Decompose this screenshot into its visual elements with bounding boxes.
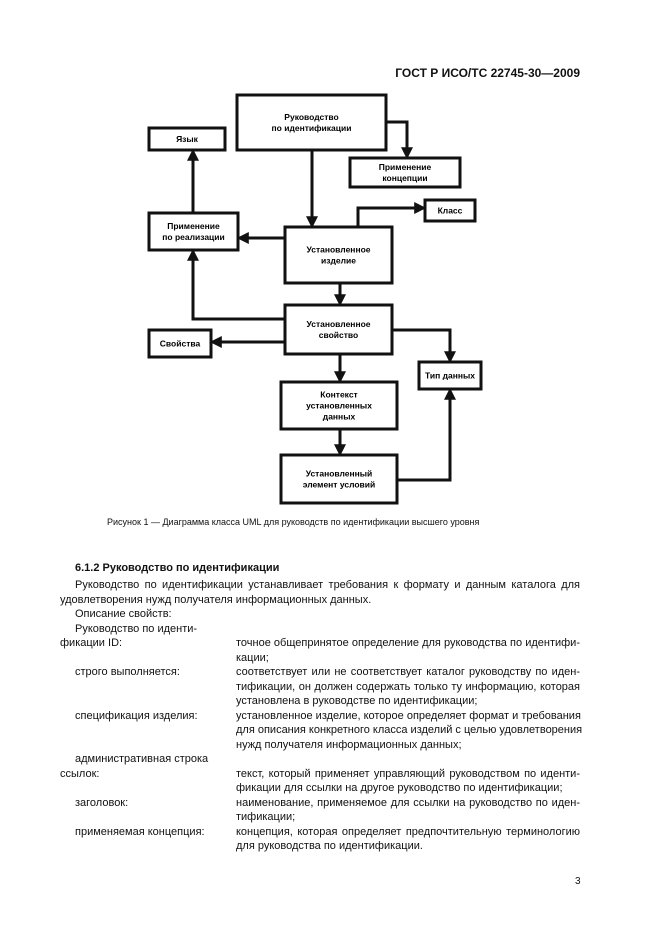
diagram-box-label: Контекст xyxy=(320,390,357,400)
diagram-box-label: Язык xyxy=(176,134,199,144)
diagram-box-label: Установленное xyxy=(306,319,370,329)
diagram-box-label: Применение xyxy=(167,221,220,231)
diagram-box-label: изделие xyxy=(321,256,356,266)
diagram-box-label: Свойства xyxy=(160,339,201,349)
definition-text: текст, который применяет управляющий рук… xyxy=(236,767,580,780)
diagram-box-label: Применение xyxy=(379,162,432,172)
diagram-box-label: свойство xyxy=(319,330,358,340)
definition-term: спецификация изделия: xyxy=(75,709,198,722)
definition-term: применяемая концепция: xyxy=(75,825,205,838)
diagram-box-label: Установленное xyxy=(306,245,370,255)
definition-text: концепция, которая определяет предпочтит… xyxy=(236,825,580,838)
diagram-box-class: Класс xyxy=(423,198,477,223)
diagram-box-label: элемент условий xyxy=(303,480,375,490)
definition-term: ссылок: xyxy=(60,767,100,780)
intro-line-2: удовлетворения нужд получателя информаци… xyxy=(60,593,372,606)
diagram-box-label: Тип данных xyxy=(425,371,475,381)
diagram-box-label: концепции xyxy=(382,173,427,183)
definition-text: тификации, он должен содержать только ту… xyxy=(236,680,580,693)
definition-text: установлена в руководстве по идентификац… xyxy=(236,695,478,707)
diagram-box-properties: Свойства xyxy=(147,328,213,359)
definition-term: административная строка xyxy=(75,753,209,765)
diagram-connector-arrow xyxy=(386,120,413,160)
section-heading: 6.1.2 Руководство по идентификации xyxy=(75,562,280,574)
definition-text: для руководства по идентификации. xyxy=(236,840,423,852)
properties-label: Описание свойств: xyxy=(75,608,172,620)
page-number: 3 xyxy=(575,876,581,887)
definition-text: нужд получателя информационных данных; xyxy=(236,738,462,751)
definition-text: соответствует или не соответствует катал… xyxy=(236,666,580,678)
diagram-connector-arrow xyxy=(397,387,456,482)
diagram-connector-arrow xyxy=(392,328,456,364)
definition-text: установленное изделие, которое определяе… xyxy=(236,709,581,722)
diagram-connector-arrow xyxy=(356,202,427,227)
definition-term: Руководство по иденти- xyxy=(75,622,198,635)
definition-text: фикации для ссылки на другое руководство… xyxy=(236,782,563,794)
definition-text: тификации; xyxy=(236,811,296,823)
diagram-connector-arrow xyxy=(187,248,285,321)
definition-text: точное общепринятое определение для руко… xyxy=(236,637,580,649)
definition-text: кации; xyxy=(236,651,269,664)
diagram-box-label: установленных xyxy=(306,401,372,411)
intro-line-1: Руководство по идентификации устанавлива… xyxy=(75,579,580,591)
definition-text: для описания конкретного класса изделий … xyxy=(236,724,583,736)
diagram-box-label: Установленный xyxy=(306,469,373,479)
definition-term: строго выполняется: xyxy=(75,666,180,678)
diagram-box-label: Класс xyxy=(438,206,463,216)
diagram-box-label: по идентификации xyxy=(272,123,352,133)
diagram-box-label: данных xyxy=(323,412,356,422)
figure-caption: Рисунок 1 — Диаграмма класса UML для рук… xyxy=(107,517,480,527)
diagram-box-datatype: Тип данных xyxy=(417,360,483,391)
diagram-box-label: Руководство xyxy=(284,112,338,122)
definition-text: наименование, применяемое для ссылки на … xyxy=(236,796,580,809)
definition-term: фикации ID: xyxy=(60,637,123,649)
document-header: ГОСТ Р ИСО/ТС 22745-30—2009 xyxy=(395,66,580,80)
diagram-box-label: по реализации xyxy=(162,232,224,242)
diagram-box-language: Язык xyxy=(147,126,227,152)
definition-term: заголовок: xyxy=(75,796,129,809)
